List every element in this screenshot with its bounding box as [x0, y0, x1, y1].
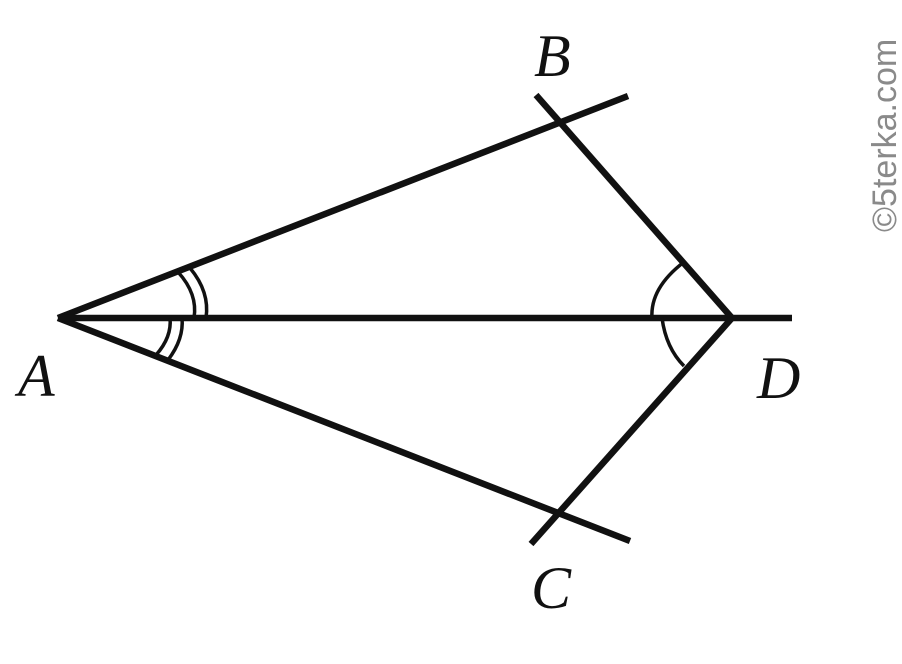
angle-marks-a [154, 266, 209, 362]
angle-arc-dac-inner [154, 317, 172, 357]
watermark-text: ©5terka.com [866, 39, 902, 232]
angle-arc-bda [650, 260, 686, 319]
angle-arc-bad-outer [188, 266, 209, 319]
ray-a-through-c [56, 314, 632, 545]
point-label-c: C [531, 555, 572, 621]
point-label-d: D [756, 345, 800, 411]
line-d-c [528, 315, 735, 547]
point-label-a: A [14, 343, 55, 409]
angle-marks-d [650, 260, 686, 368]
ray-a-through-b [56, 92, 630, 322]
figure-lines [56, 92, 792, 547]
point-label-b: B [534, 23, 571, 89]
line-b-d [533, 92, 735, 321]
angle-arc-adc [660, 317, 686, 368]
angle-arc-dac-outer [166, 317, 184, 362]
angle-arc-bad-inner [176, 270, 197, 319]
